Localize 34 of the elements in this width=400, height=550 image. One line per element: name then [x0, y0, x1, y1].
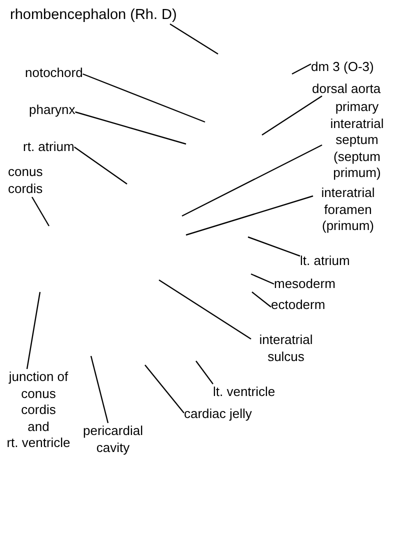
structure-label: rhombencephalon (Rh. D) [10, 7, 177, 24]
leader-line [248, 236, 300, 257]
structure-label: pharynx [29, 102, 76, 117]
leader-line [31, 196, 50, 226]
leader-line [186, 195, 314, 236]
leader-line [75, 111, 186, 145]
structure-label: lt. ventricle [213, 384, 276, 399]
leader-line [26, 292, 41, 370]
leader-line [182, 144, 322, 217]
leader-line [82, 73, 206, 123]
leader-line [252, 292, 272, 308]
structure-label: pericardial cavity [77, 423, 149, 456]
leader-line [250, 273, 274, 285]
leader-line [158, 280, 252, 340]
structure-label: notochord [25, 65, 83, 80]
leader-line [90, 356, 109, 424]
leader-line [292, 63, 312, 75]
leader-line [74, 146, 128, 184]
leader-line [170, 24, 218, 54]
leader-line [262, 96, 322, 136]
structure-label: primary interatrial septum (septum primum) [322, 99, 392, 182]
structure-label: dorsal aorta [312, 81, 381, 96]
structure-label: dm 3 (O-3) [311, 59, 374, 74]
structure-label: lt. atrium [300, 253, 350, 268]
structure-label: interatrial sulcus [251, 332, 321, 365]
structure-label: mesoderm [274, 276, 336, 291]
structure-label: conus cordis [8, 163, 43, 197]
structure-label: interatrial foramen (primum) [313, 185, 383, 234]
leader-line [196, 360, 214, 384]
leader-line [144, 364, 184, 414]
structure-label: ectoderm [271, 297, 326, 312]
structure-label: rt. atrium [23, 139, 74, 154]
structure-label: junction of conus cordis and rt. ventricle [0, 369, 77, 452]
structure-label: cardiac jelly [184, 406, 252, 421]
